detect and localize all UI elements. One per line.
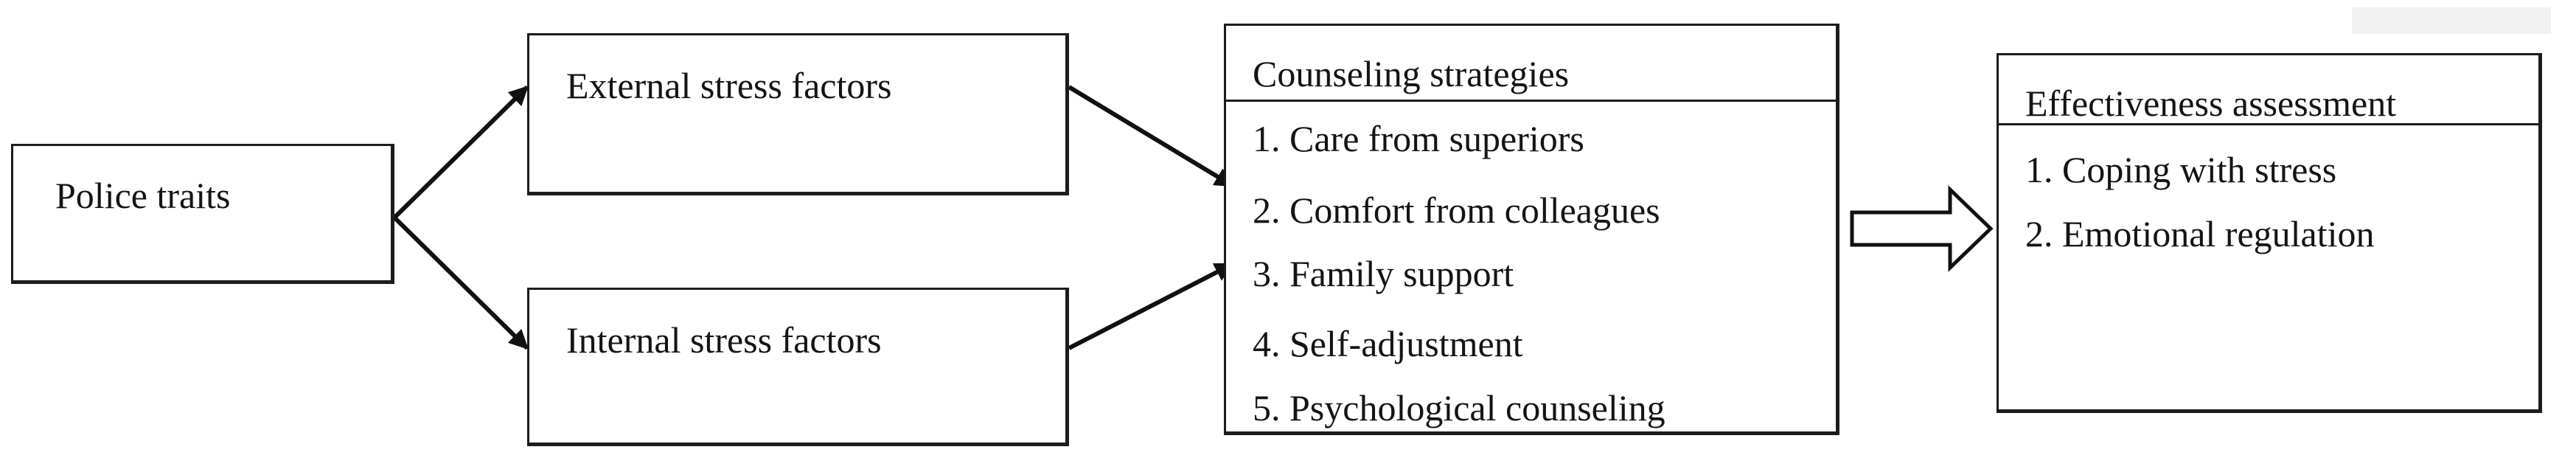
effectiveness-assessment-box: Effectiveness assessment 1. Coping with … bbox=[1997, 53, 2542, 413]
arrow-traits-to-internal bbox=[392, 215, 529, 350]
counseling-item: 2. Comfort from colleagues bbox=[1253, 190, 1660, 231]
police-traits-label: Police traits bbox=[55, 175, 231, 216]
effectiveness-title: Effectiveness assessment bbox=[2025, 83, 2397, 124]
counseling-strategies-box: Counseling strategies 1. Care from super… bbox=[1224, 24, 1839, 435]
arrow-internal-to-counseling bbox=[1068, 262, 1235, 350]
counseling-item: 4. Self-adjustment bbox=[1253, 323, 1523, 364]
counseling-title: Counseling strategies bbox=[1253, 53, 1570, 94]
counseling-item: 3. Family support bbox=[1253, 253, 1514, 294]
effectiveness-item: 1. Coping with stress bbox=[2025, 149, 2337, 190]
external-stress-box: External stress factors bbox=[527, 33, 1069, 195]
external-stress-label: External stress factors bbox=[566, 65, 892, 106]
counseling-item: 5. Psychological counseling bbox=[1253, 387, 1665, 428]
effectiveness-item: 2. Emotional regulation bbox=[2025, 213, 2375, 254]
internal-stress-box: Internal stress factors bbox=[527, 288, 1069, 446]
internal-stress-label: Internal stress factors bbox=[566, 319, 882, 361]
hollow-arrow-counseling-to-effectiveness bbox=[1850, 185, 1994, 272]
effectiveness-header-divider bbox=[1999, 123, 2538, 125]
arrow-traits-to-external bbox=[392, 85, 529, 220]
background-patch bbox=[2352, 7, 2551, 34]
counseling-header-divider bbox=[1226, 100, 1836, 102]
arrow-external-to-counseling bbox=[1068, 85, 1235, 188]
counseling-item: 1. Care from superiors bbox=[1253, 118, 1584, 159]
police-traits-box: Police traits bbox=[11, 144, 394, 284]
